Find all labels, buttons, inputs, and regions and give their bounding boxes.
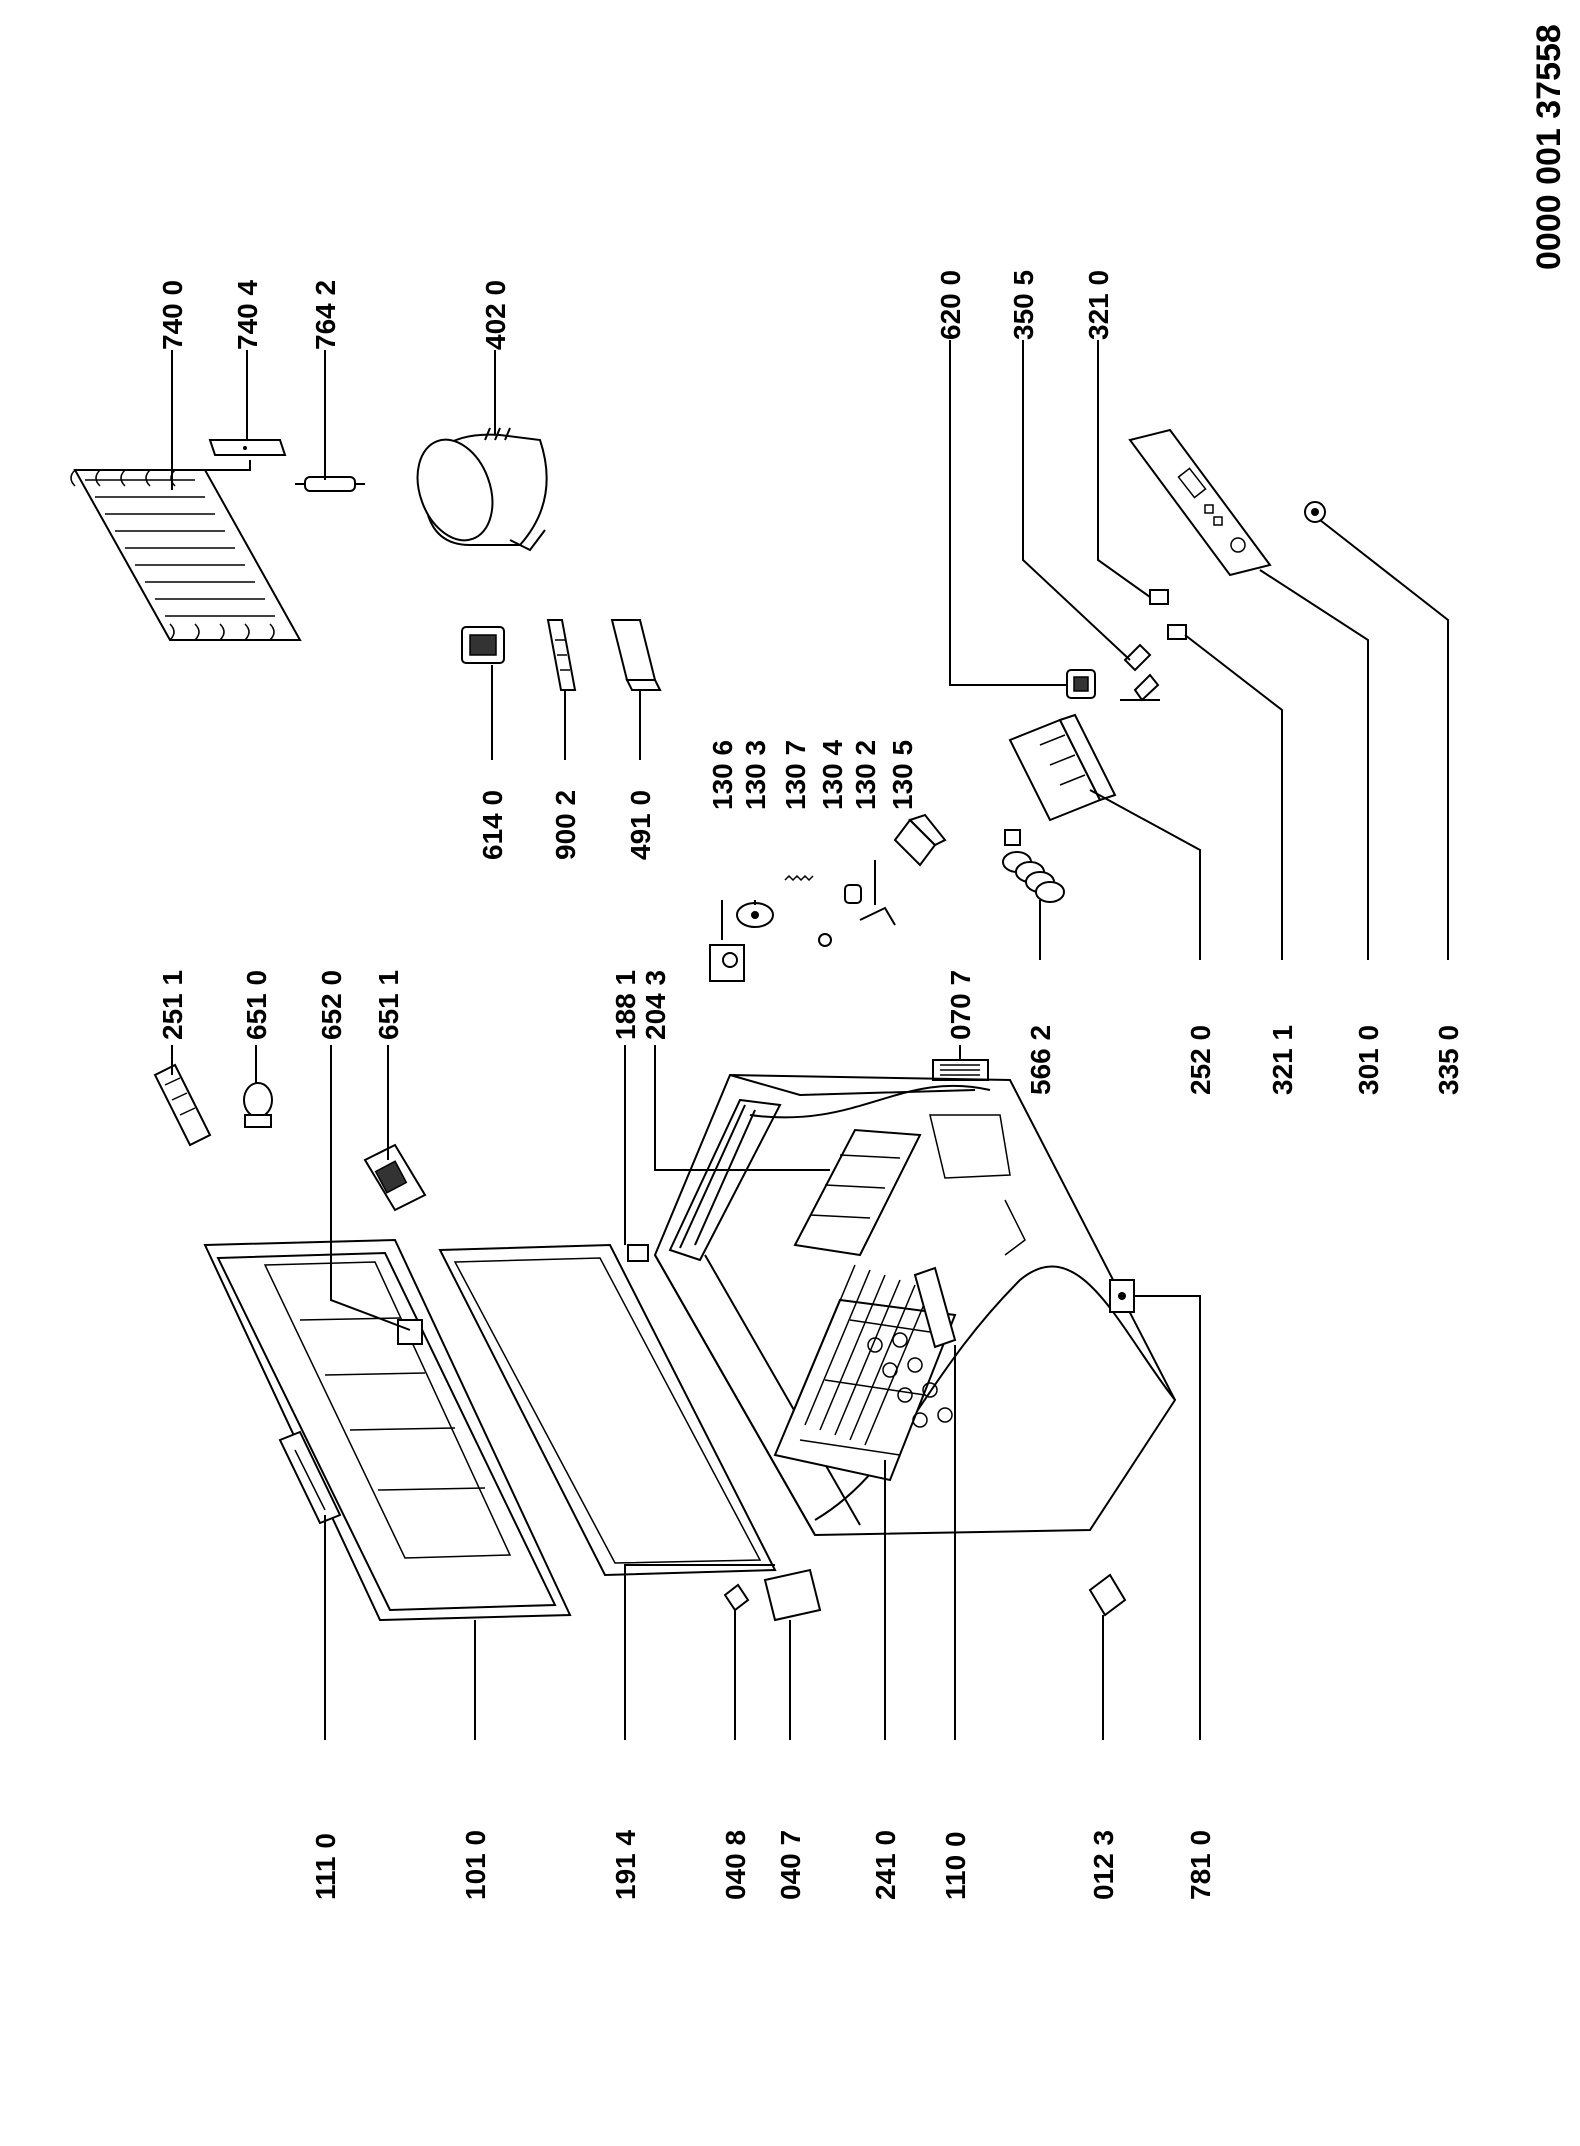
label-900-2: 900 2 xyxy=(550,790,581,860)
spring xyxy=(1002,829,1065,903)
control-panel xyxy=(1128,428,1272,577)
label-402-0: 402 0 xyxy=(480,280,511,350)
label-350-5: 350 5 xyxy=(1008,270,1039,340)
foot-012-3 xyxy=(1088,1573,1127,1617)
label-651-0: 651 0 xyxy=(241,970,272,1040)
bracket-188-1 xyxy=(627,1244,649,1262)
label-764-2: 764 2 xyxy=(310,280,341,350)
clip-321-1 xyxy=(1167,624,1187,640)
label-130-3: 130 3 xyxy=(740,740,771,810)
label-652-0: 652 0 xyxy=(316,970,347,1040)
label-012-3: 012 3 xyxy=(1088,1830,1119,1900)
label-241-0: 241 0 xyxy=(870,1830,901,1900)
clip-321-0 xyxy=(1149,589,1169,605)
label-740-0: 740 0 xyxy=(157,280,188,350)
light-bulb xyxy=(243,1082,273,1128)
hinge-040-8 xyxy=(723,1583,750,1612)
starter-relay xyxy=(461,626,505,664)
hinge-screw-130-4 xyxy=(818,933,832,947)
lid xyxy=(203,1238,572,1622)
knob xyxy=(1304,501,1326,523)
label-614-0: 614 0 xyxy=(477,790,508,860)
lamp-socket xyxy=(363,1143,427,1212)
label-781-0: 781 0 xyxy=(1185,1830,1216,1900)
hinge-cam-130-3 xyxy=(736,902,774,928)
condenser-bracket xyxy=(208,439,287,456)
label-204-3: 204 3 xyxy=(640,970,671,1040)
part-labels: 740 0 740 4 764 2 402 0 620 0 350 5 321 … xyxy=(157,270,1464,1900)
compressor xyxy=(416,427,548,552)
lamp-housing xyxy=(1008,713,1117,822)
label-040-7: 040 7 xyxy=(775,1830,806,1900)
label-130-6: 130 6 xyxy=(707,740,738,810)
light-cover xyxy=(153,1063,212,1147)
label-040-8: 040 8 xyxy=(720,1830,751,1900)
lamp-holder xyxy=(1120,643,1160,702)
label-491-0: 491 0 xyxy=(625,790,656,860)
label-188-1: 188 1 xyxy=(610,970,641,1040)
vent-grille xyxy=(932,1059,989,1081)
label-321-1: 321 1 xyxy=(1267,1025,1298,1095)
label-335-0: 335 0 xyxy=(1433,1025,1464,1095)
divider-basket xyxy=(793,1128,922,1257)
hinge-block-130-6 xyxy=(709,944,745,982)
label-130-5: 130 5 xyxy=(887,740,918,810)
label-111-0: 111 0 xyxy=(310,1833,341,1900)
lid-lamp xyxy=(397,1319,423,1345)
label-191-4: 191 4 xyxy=(610,1830,641,1900)
control-board xyxy=(546,619,577,691)
label-130-7: 130 7 xyxy=(780,740,811,810)
connector-box xyxy=(610,619,662,691)
label-130-2: 130 2 xyxy=(850,740,881,810)
cabinet xyxy=(653,1073,1177,1537)
label-101-0: 101 0 xyxy=(460,1830,491,1900)
label-070-7: 070 7 xyxy=(945,970,976,1040)
lock-781-0 xyxy=(1109,1279,1135,1313)
hinge-spring-130-7 xyxy=(784,874,814,882)
label-620-0: 620 0 xyxy=(935,270,966,340)
label-651-1: 651 1 xyxy=(373,970,404,1040)
label-566-2: 566 2 xyxy=(1025,1025,1056,1095)
gasket xyxy=(438,1243,777,1577)
label-321-0: 321 0 xyxy=(1083,270,1114,340)
hinge-pin-130-2 xyxy=(844,884,896,926)
label-740-4: 740 4 xyxy=(232,280,263,350)
document-number: 0000 001 37558 xyxy=(1530,24,1568,270)
label-110-0: 110 0 xyxy=(940,1831,971,1900)
leader-lines xyxy=(171,340,1449,1740)
handle xyxy=(278,1430,342,1525)
thermostat xyxy=(1066,669,1096,699)
label-130-4: 130 4 xyxy=(817,740,848,810)
hinge-cover-130-5 xyxy=(893,813,947,867)
label-252-0: 252 0 xyxy=(1185,1025,1216,1095)
label-301-0: 301 0 xyxy=(1353,1025,1384,1095)
label-251-1: 251 1 xyxy=(157,970,188,1040)
wire-basket xyxy=(773,1264,957,1482)
hinge-110-0 xyxy=(913,1266,957,1349)
condenser-coil xyxy=(70,460,302,641)
hinge-040-7 xyxy=(763,1568,822,1622)
dryer-filter xyxy=(295,476,365,492)
